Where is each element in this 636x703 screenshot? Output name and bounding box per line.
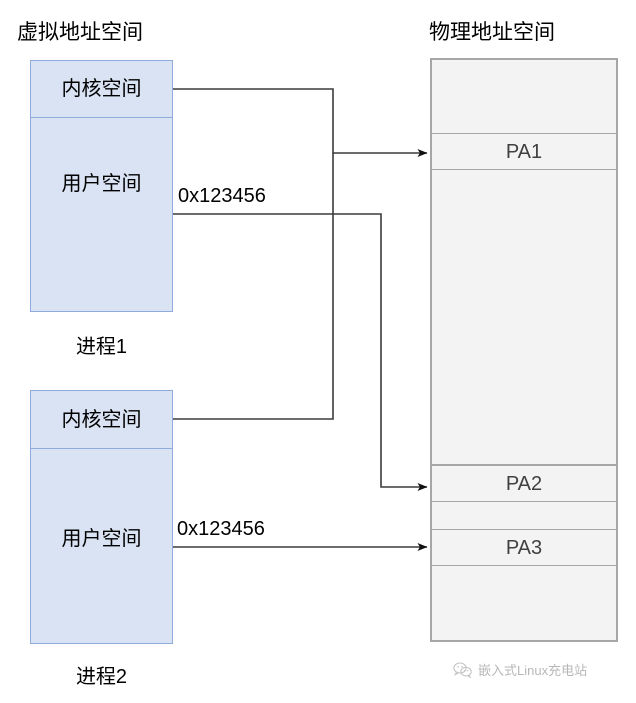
- process-2-user-label: 用户空间: [61, 528, 142, 550]
- physical-band-pa1[interactable]: PA1: [432, 133, 616, 170]
- watermark-text: 嵌入式Linux充电站: [478, 662, 588, 678]
- physical-band-pa1-label: PA1: [505, 140, 543, 163]
- process-1-caption: 进程1: [75, 336, 128, 358]
- physical-band-pa2[interactable]: PA2: [432, 465, 616, 502]
- wechat-icon: [453, 662, 472, 678]
- process-1-user-label: 用户空间: [61, 173, 142, 195]
- physical-band-pa3[interactable]: PA3: [432, 529, 616, 566]
- process-2-virtual-address-label: 0x123456: [177, 518, 265, 540]
- physical-address-space-box[interactable]: PA1 PA2 PA3: [430, 58, 618, 642]
- connector-p1-user-to-pa2: [173, 213, 428, 491]
- process-2-kernel-label: 内核空间: [61, 408, 142, 431]
- physical-band-pa2-label: PA2: [505, 472, 543, 495]
- connector-p2-kernel-to-pa1: [173, 153, 334, 420]
- virtual-address-space-title: 虚拟地址空间: [17, 21, 143, 44]
- watermark: 嵌入式Linux充电站: [453, 662, 587, 678]
- process-2-kernel-segment[interactable]: 内核空间: [31, 391, 172, 449]
- physical-address-space-title: 物理地址空间: [429, 21, 555, 44]
- process-2-user-segment[interactable]: 用户空间: [31, 449, 172, 643]
- process-2-caption: 进程2: [75, 666, 128, 688]
- process-1-virtual-address-label: 0x123456: [178, 185, 266, 207]
- process-1-kernel-label: 内核空间: [61, 78, 142, 100]
- physical-band-pa3-label: PA3: [505, 536, 543, 559]
- physical-band-divider-upper: [432, 464, 616, 465]
- connector-p1-kernel-to-pa1: [173, 88, 428, 157]
- process-2-address-space-box[interactable]: 内核空间 用户空间: [30, 390, 173, 644]
- process-1-address-space-box[interactable]: 内核空间 用户空间: [30, 60, 173, 312]
- process-1-kernel-segment[interactable]: 内核空间: [31, 61, 172, 118]
- process-1-user-segment[interactable]: 用户空间: [31, 118, 172, 311]
